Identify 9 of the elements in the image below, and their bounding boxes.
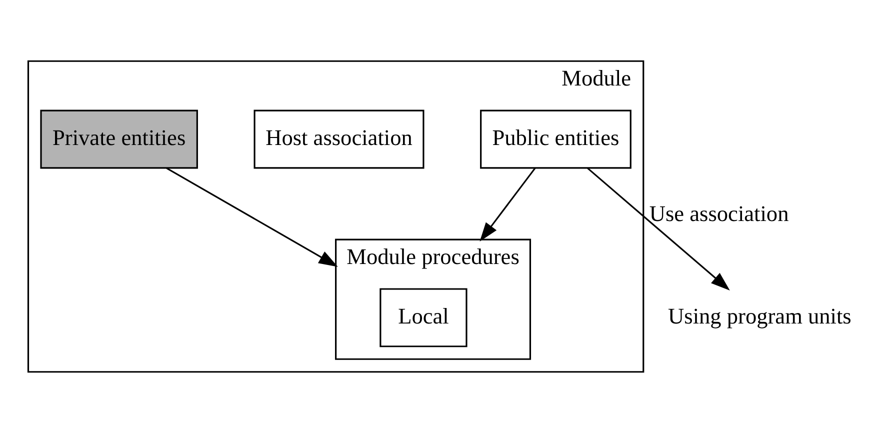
node-text: Using program units — [668, 303, 852, 328]
node-box: Local — [380, 288, 468, 347]
arrow — [480, 167, 536, 242]
node-box: Host association — [254, 109, 424, 168]
edge-label: Use association — [649, 200, 789, 226]
node-box: Private entities — [40, 109, 198, 168]
arrow — [166, 167, 338, 266]
arrow — [587, 167, 730, 290]
node-box: Public entities — [480, 109, 632, 168]
